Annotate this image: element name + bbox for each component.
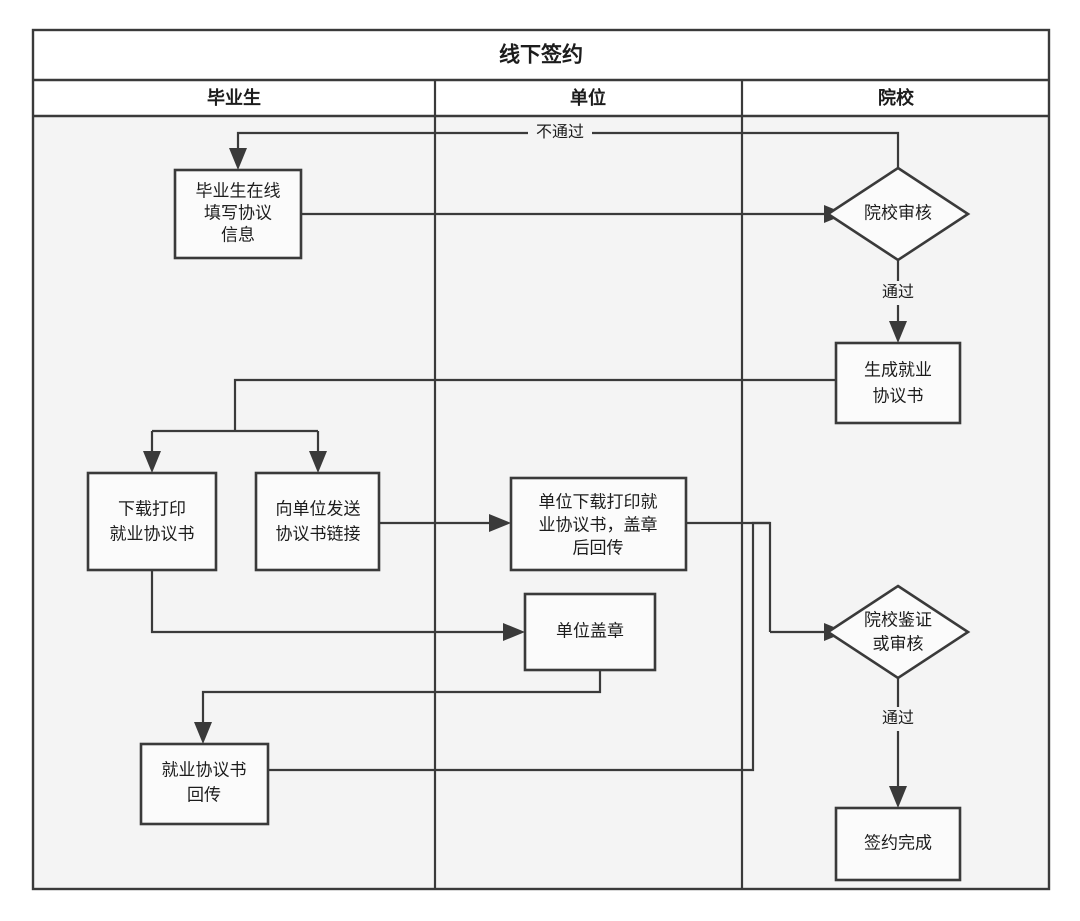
node-box-shape	[834, 806, 962, 882]
arrow-split-to-download	[143, 451, 161, 473]
node-label-line: 向单位发送	[276, 499, 361, 518]
node-diamond-shape	[825, 584, 971, 680]
node-graduate-fill-agreement[interactable]: 毕业生在线 填写协议 信息	[173, 168, 303, 260]
node-label-line: 生成就业	[864, 360, 932, 379]
node-label-line: 后回传	[573, 538, 624, 557]
lane-header-institution: 院校	[878, 87, 915, 108]
pass-review-label-backdrop	[866, 281, 930, 305]
node-agreement-return-upload[interactable]: 就业协议书 回传	[139, 742, 270, 826]
node-diamond-shape	[825, 166, 971, 262]
arrow-split-to-sendlink	[309, 451, 327, 473]
diagram-outer-frame	[31, 28, 1051, 891]
connector-layer	[143, 131, 907, 808]
arrow-stamp-to-upload	[194, 722, 212, 744]
node-label-line: 就业协议书	[162, 760, 247, 779]
edge-label-reject: 不通过	[536, 123, 584, 141]
arrow-review-pass	[889, 321, 907, 343]
node-download-print-agreement[interactable]: 下载打印 就业协议书	[86, 471, 218, 572]
edge-upload-to-verify-trunk	[268, 521, 770, 772]
node-send-agreement-link[interactable]: 向单位发送 协议书链接	[254, 471, 381, 572]
arrow-review-reject	[229, 148, 247, 170]
node-signing-complete[interactable]: 签约完成	[834, 806, 962, 882]
diagram-title: 线下签约	[499, 43, 583, 67]
node-generate-agreement[interactable]: 生成就业 协议书	[834, 341, 962, 425]
node-box-shape	[509, 476, 688, 572]
node-label-line: 毕业生在线	[196, 181, 281, 200]
edge-label-pass-verify: 通过	[882, 709, 914, 727]
arrow-sendlink-to-employer-print	[489, 514, 511, 532]
node-label-line: 单位盖章	[556, 621, 624, 640]
pass-verify-label-backdrop	[866, 707, 930, 731]
edge-generate-to-split	[233, 378, 836, 431]
node-box-shape	[254, 471, 381, 572]
node-label-line: 单位下载打印就	[539, 492, 658, 511]
node-institution-review[interactable]: 院校审核	[825, 166, 971, 262]
node-label-line: 或审核	[873, 634, 924, 653]
node-label-line: 业协议书，盖章	[539, 515, 658, 534]
reject-label-backdrop	[528, 121, 592, 145]
node-label-line: 协议书	[873, 386, 924, 405]
arrow-download-to-stamp	[503, 623, 525, 641]
node-label-line: 下载打印	[118, 499, 186, 518]
node-institution-verify-or-review[interactable]: 院校鉴证 或审核	[825, 584, 971, 680]
node-box-shape	[86, 471, 218, 572]
node-label-line: 回传	[187, 785, 221, 804]
node-label-line: 协议书链接	[276, 524, 361, 543]
node-label-line: 院校鉴证	[864, 610, 932, 629]
node-label-line: 就业协议书	[110, 524, 195, 543]
node-box-shape	[834, 341, 962, 425]
lane-header-graduate: 毕业生	[207, 87, 261, 108]
edge-label-pass-review: 通过	[882, 283, 914, 301]
node-label-line: 签约完成	[864, 833, 932, 852]
node-box-shape	[139, 742, 270, 826]
edge-download-to-stamp	[150, 570, 507, 634]
edge-stamp-to-upload	[201, 670, 602, 726]
node-box-shape	[173, 168, 303, 260]
node-box-shape	[523, 592, 657, 672]
node-label-line: 院校审核	[864, 203, 932, 222]
node-label-line: 信息	[221, 225, 255, 244]
edge-label-layer: 不通过 通过 通过	[528, 121, 930, 731]
arrow-verify-pass	[889, 786, 907, 808]
lane-header-employer: 单位	[570, 87, 606, 108]
node-label-line: 填写协议	[204, 203, 272, 222]
node-employer-download-stamp-return[interactable]: 单位下载打印就 业协议书，盖章 后回传	[509, 476, 688, 572]
node-employer-stamp[interactable]: 单位盖章	[523, 592, 657, 672]
